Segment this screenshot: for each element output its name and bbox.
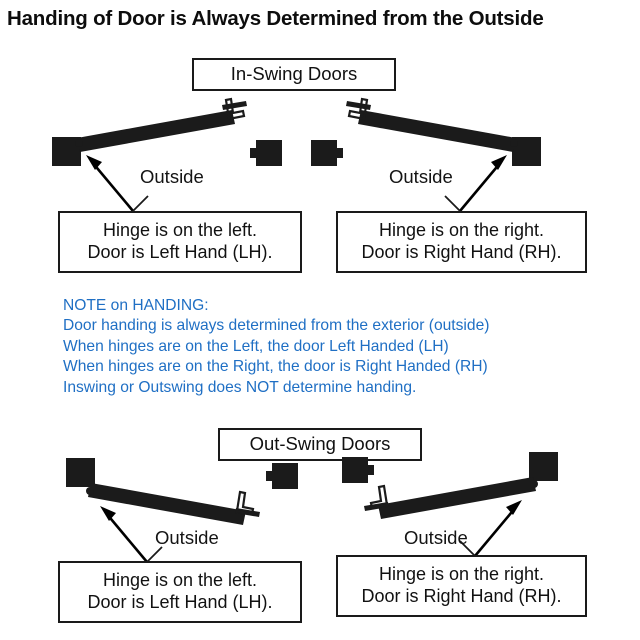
outswing-right-door-plan bbox=[342, 452, 558, 557]
outswing-left-door-plan bbox=[66, 458, 298, 563]
leader-arrow-line-inswing-right bbox=[459, 161, 502, 212]
outside-label-outswing-right: Outside bbox=[404, 527, 468, 548]
jamb-nub-strike-outswing-right bbox=[367, 465, 374, 475]
callout-outswing-left-line2: Door is Left Hand (LH). bbox=[87, 592, 273, 612]
door-leaf-inswing-right bbox=[358, 110, 516, 152]
callout-box-outswing-right: Hinge is on the right. Door is Right Han… bbox=[336, 555, 587, 617]
door-leaf-inswing-left bbox=[77, 110, 235, 152]
door-leaf-outswing-right bbox=[378, 477, 536, 519]
callout-stub-inswing-right bbox=[444, 195, 461, 212]
strike-plate-outswing-left bbox=[235, 490, 255, 516]
leader-arrow-head-inswing-right bbox=[491, 155, 507, 170]
callout-inswing-right-line2: Door is Right Hand (RH). bbox=[361, 242, 562, 262]
section-header-out-swing-label: Out-Swing Doors bbox=[249, 433, 391, 455]
outside-label-inswing-right: Outside bbox=[389, 166, 453, 187]
callout-outswing-right-line2: Door is Right Hand (RH). bbox=[361, 586, 562, 606]
jamb-block-hinge-outswing-left bbox=[66, 458, 95, 487]
callout-stub-outswing-left bbox=[146, 546, 163, 563]
jamb-block-hinge-outswing-right bbox=[529, 452, 558, 481]
section-header-in-swing-label: In-Swing Doors bbox=[230, 63, 358, 85]
section-header-in-swing: In-Swing Doors bbox=[192, 58, 396, 91]
hinge-pivot-outswing-left bbox=[86, 487, 94, 495]
callout-inswing-left-line1: Hinge is on the left. bbox=[102, 220, 258, 241]
jamb-block-strike-inswing-left bbox=[256, 140, 282, 166]
callout-inswing-left-line2: Door is Left Hand (LH). bbox=[87, 242, 273, 262]
leader-arrow-line-inswing-left bbox=[91, 161, 134, 212]
callout-box-outswing-left: Hinge is on the left. Door is Left Hand … bbox=[58, 561, 302, 623]
strike-plate-inswing-left bbox=[224, 97, 246, 121]
strike-plate-outswing-right bbox=[369, 484, 389, 510]
hinge-pivot-inswing-left bbox=[75, 139, 83, 147]
note-line-1: Door handing is always determined from t… bbox=[63, 317, 490, 335]
inswing-left-door-plan bbox=[52, 97, 282, 212]
leader-arrow-line-outswing-right bbox=[474, 506, 517, 557]
leader-arrow-line-outswing-left bbox=[105, 512, 148, 563]
leader-arrow-head-outswing-left bbox=[100, 506, 116, 521]
callout-box-inswing-right: Hinge is on the right. Door is Right Han… bbox=[336, 211, 587, 273]
callout-box-inswing-left: Hinge is on the left. Door is Left Hand … bbox=[58, 211, 302, 273]
inswing-right-door-plan bbox=[311, 97, 541, 212]
hinge-pivot-inswing-right bbox=[510, 139, 518, 147]
leader-arrow-head-inswing-left bbox=[86, 155, 102, 170]
note-line-4: Inswing or Outswing does NOT determine h… bbox=[63, 378, 417, 396]
leader-arrow-head-outswing-right bbox=[506, 500, 522, 515]
jamb-block-strike-inswing-right bbox=[311, 140, 337, 166]
strike-plate-inswing-right bbox=[347, 97, 369, 121]
jamb-nub-strike-inswing-left bbox=[250, 148, 257, 158]
callout-inswing-right-line1: Hinge is on the right. bbox=[378, 220, 545, 241]
callout-stub-inswing-left bbox=[132, 195, 149, 212]
outside-label-inswing-left: Outside bbox=[140, 166, 204, 187]
callout-stub-outswing-right bbox=[459, 540, 476, 557]
note-line-2: When hinges are on the Left, the door Le… bbox=[63, 337, 449, 355]
jamb-nub-strike-inswing-right bbox=[336, 148, 343, 158]
jamb-block-strike-outswing-right bbox=[342, 457, 368, 483]
note-heading: NOTE on HANDING: bbox=[63, 297, 209, 314]
note-line-3: When hinges are on the Right, the door i… bbox=[63, 358, 488, 376]
section-header-out-swing: Out-Swing Doors bbox=[218, 428, 422, 461]
handing-note-block: NOTE on HANDING: Door handing is always … bbox=[63, 296, 593, 398]
hinge-pivot-outswing-right bbox=[530, 480, 538, 488]
jamb-block-strike-outswing-left bbox=[272, 463, 298, 489]
callout-outswing-left-line1: Hinge is on the left. bbox=[102, 570, 258, 591]
door-leaf-outswing-left bbox=[88, 483, 246, 525]
outside-label-outswing-left: Outside bbox=[155, 527, 219, 548]
jamb-nub-strike-outswing-left bbox=[266, 471, 273, 481]
page-title: Handing of Door is Always Determined fro… bbox=[7, 7, 544, 30]
callout-outswing-right-line1: Hinge is on the right. bbox=[378, 564, 545, 585]
